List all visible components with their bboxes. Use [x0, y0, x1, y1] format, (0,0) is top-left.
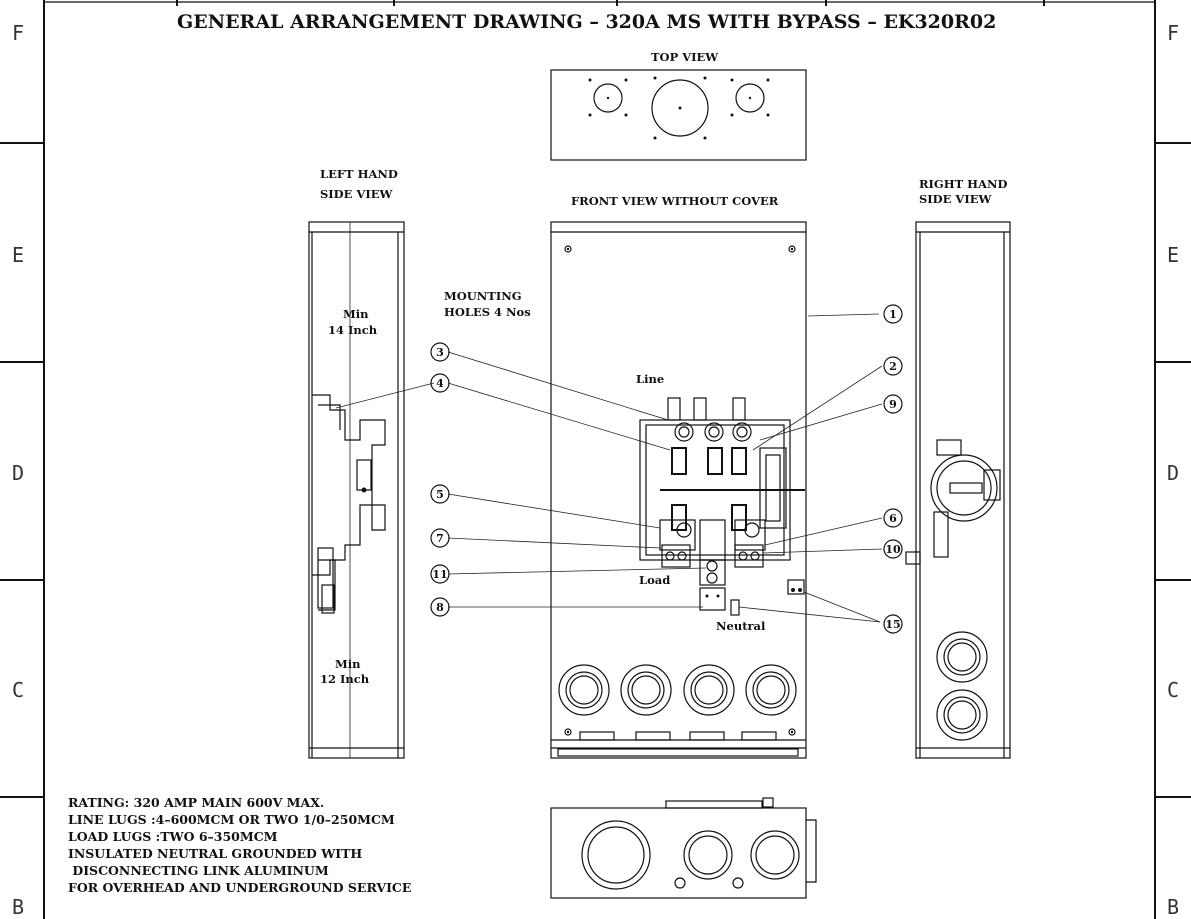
- zone-letter: F: [1167, 21, 1179, 45]
- zone-letters-right: F E D C B: [1167, 21, 1179, 919]
- left-view-label-line1: LEFT HAND: [320, 167, 398, 181]
- dim-top-line1: Min: [343, 307, 369, 321]
- svg-text:15: 15: [885, 618, 900, 631]
- callout-5: 5: [430, 484, 450, 504]
- svg-text:8: 8: [436, 601, 444, 614]
- mounting-holes-line1: MOUNTING: [444, 289, 522, 303]
- front-view-label: FRONT VIEW WITHOUT COVER: [571, 194, 779, 208]
- zone-letter: D: [1167, 461, 1179, 485]
- zone-letter: E: [12, 243, 24, 267]
- dim-top-line2: 14 Inch: [328, 323, 378, 337]
- load-label: Load: [639, 573, 670, 587]
- svg-text:5: 5: [436, 488, 444, 501]
- callout-4: 4: [430, 373, 450, 393]
- bottom-terminal-strip: [557, 731, 799, 757]
- dim-bottom-line2: 12 Inch: [320, 672, 370, 686]
- callout-3: 3: [430, 342, 450, 362]
- svg-text:3: 3: [436, 346, 444, 359]
- spec-notes: RATING: 320 AMP MAIN 600V MAX. LINE LUGS…: [68, 795, 411, 895]
- zone-letter: B: [1167, 895, 1179, 919]
- top-view-label: TOP VIEW: [651, 50, 719, 64]
- callout-15: 15: [883, 614, 903, 634]
- right-view-label-line2: SIDE VIEW: [919, 192, 992, 206]
- left-view-label-line2: SIDE VIEW: [320, 187, 393, 201]
- right-side-view: RIGHT HAND SIDE VIEW: [905, 177, 1011, 759]
- zone-letter: C: [12, 678, 24, 702]
- drawing-title: GENERAL ARRANGEMENT DRAWING – 320A MS WI…: [177, 11, 996, 33]
- line-label: Line: [636, 372, 664, 386]
- zone-letter: C: [1167, 678, 1179, 702]
- svg-text:6: 6: [889, 512, 897, 525]
- callout-9: 9: [883, 394, 903, 414]
- callout-2: 2: [883, 356, 903, 376]
- svg-text:4: 4: [436, 377, 444, 390]
- callout-10: 10: [883, 539, 903, 559]
- neutral-label: Neutral: [716, 619, 766, 633]
- zone-letter: D: [12, 461, 24, 485]
- dim-bottom-line1: Min: [335, 657, 361, 671]
- spec-line: RATING: 320 AMP MAIN 600V MAX.: [68, 795, 324, 810]
- svg-text:2: 2: [889, 360, 897, 373]
- svg-text:9: 9: [889, 398, 897, 411]
- svg-text:1: 1: [889, 308, 897, 321]
- front-view: FRONT VIEW WITHOUT COVER: [550, 194, 807, 759]
- right-view-label-line1: RIGHT HAND: [919, 177, 1007, 191]
- zone-letter: E: [1167, 243, 1179, 267]
- callout-11: 11: [430, 564, 450, 584]
- callout-6: 6: [883, 508, 903, 528]
- svg-text:11: 11: [432, 568, 447, 581]
- callouts: 1 2 3 4 5 6 7 8 9 10 11 15: [430, 304, 903, 634]
- zone-letters-left: F E D C B: [12, 21, 24, 919]
- spec-line: FOR OVERHEAD AND UNDERGROUND SERVICE: [68, 880, 411, 895]
- zone-letter: B: [12, 895, 24, 919]
- svg-text:10: 10: [885, 543, 901, 556]
- callout-7: 7: [430, 528, 450, 548]
- spec-line: INSULATED NEUTRAL GROUNDED WITH: [68, 846, 362, 861]
- spec-line: LOAD LUGS :TWO 6–350MCM: [68, 829, 278, 844]
- spec-line: DISCONNECTING LINK ALUMINUM: [68, 863, 329, 878]
- spec-line: LINE LUGS :4–600MCM OR TWO 1/0–250MCM: [68, 812, 395, 827]
- leader-lines: [335, 313, 883, 623]
- top-view: TOP VIEW: [550, 50, 807, 161]
- bottom-view: [550, 797, 817, 899]
- callout-8: 8: [430, 597, 450, 617]
- svg-text:7: 7: [436, 532, 444, 545]
- knockout-row: [558, 664, 797, 716]
- zone-letter: F: [12, 21, 24, 45]
- callout-1: 1: [883, 304, 903, 324]
- mounting-holes-line2: HOLES 4 Nos: [444, 305, 531, 319]
- left-side-view: LEFT HAND SIDE VIEW Min 14 Inch Min 12 I…: [308, 167, 405, 759]
